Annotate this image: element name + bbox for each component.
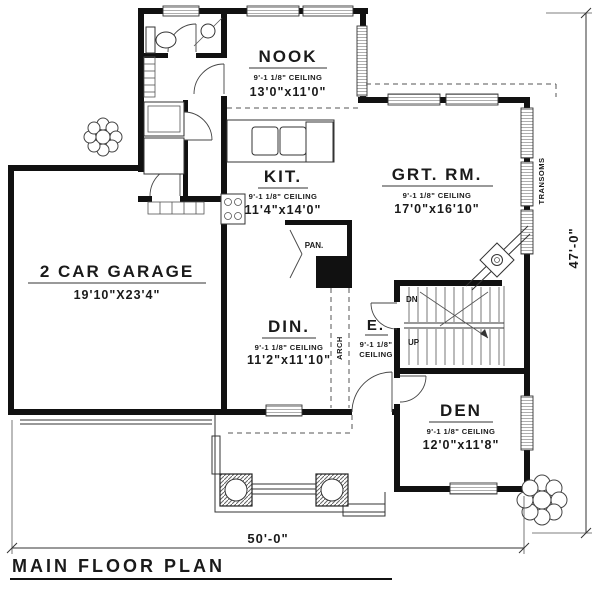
windows: [162, 5, 534, 495]
den-ceiling: 9'-1 1/8" CEILING: [427, 427, 496, 436]
window: [302, 5, 354, 17]
dimension-lines: 50'-0" 47'-0": [6, 7, 592, 554]
plan-title-block: MAIN FLOOR PLAN: [10, 556, 392, 580]
room-label-dining: DIN.: [268, 317, 310, 336]
stairs-down-label: DN: [406, 295, 418, 304]
garage-doors: [20, 419, 212, 425]
window: [265, 404, 303, 417]
room-label-great-room: GRT. RM.: [392, 165, 483, 184]
width-dimension: 50'-0": [247, 531, 288, 546]
shrub: [516, 474, 568, 526]
ceiling-break-lines: [227, 83, 557, 434]
washer: [143, 101, 185, 137]
pantry-door: [289, 229, 303, 255]
nook-ceiling: 9'-1 1/8" CEILING: [254, 73, 323, 82]
great-room-ceiling: 9'-1 1/8" CEILING: [403, 191, 472, 200]
porch-post: [211, 435, 221, 475]
laundry-door-arc: [183, 111, 213, 141]
room-label-garage: 2 CAR GARAGE: [40, 262, 194, 281]
fireplace: [465, 225, 531, 291]
porch: [211, 415, 386, 517]
room-label-kitchen: KIT.: [264, 167, 302, 186]
toilet-tank: [145, 26, 156, 54]
dining-ceiling: 9'-1 1/8" CEILING: [255, 343, 324, 352]
transom-window: [520, 209, 534, 255]
interior-walls: [138, 8, 502, 372]
transom-window: [520, 107, 534, 159]
window: [356, 25, 368, 97]
window: [162, 5, 200, 17]
porch-step: [342, 503, 386, 517]
stair-closet-door-arc: [370, 302, 398, 330]
window: [387, 93, 441, 106]
room-label-entry: E.: [367, 317, 385, 334]
transoms-label: TRANSOMS: [537, 158, 546, 205]
height-dimension: 47'-0": [566, 227, 581, 268]
staircase: DN UP: [404, 286, 505, 366]
dining-size: 11'2"x11'10": [247, 353, 331, 367]
kitchen-fixtures: [220, 119, 335, 225]
room-labels: NOOK 9'-1 1/8" CEILING 13'0"x11'0" KIT. …: [28, 47, 546, 452]
den-size: 12'0"x11'8": [423, 438, 500, 452]
shrub: [83, 117, 123, 157]
toilet-bowl: [155, 31, 177, 49]
nook-size: 13'0"x11'0": [250, 85, 327, 99]
den-door-arc: [399, 375, 427, 403]
sink-basin-right: [279, 126, 307, 156]
sink: [200, 23, 216, 39]
sink-basin-left: [251, 126, 279, 156]
garage-step: [147, 201, 205, 215]
arch-label: ARCH: [335, 336, 344, 360]
room-label-den: DEN: [440, 401, 482, 420]
laundry-fixtures: [143, 56, 205, 215]
kitchen-size: 11'4"x14'0": [245, 203, 322, 217]
plan-title: MAIN FLOOR PLAN: [12, 556, 225, 576]
room-label-nook: NOOK: [259, 47, 318, 66]
counter: [226, 119, 335, 163]
fireplace-box: [479, 242, 515, 278]
entry-ceiling-1: 9'-1 1/8": [360, 340, 393, 349]
refrigerator: [305, 121, 334, 163]
kitchen-ceiling: 9'-1 1/8" CEILING: [249, 192, 318, 201]
transom-window: [520, 161, 534, 207]
window: [445, 93, 499, 106]
garage-size: 19'10"X23'4": [74, 288, 161, 302]
great-room-size: 17'0"x16'10": [394, 202, 479, 216]
range: [220, 193, 246, 225]
entry-ceiling-2: CEILING: [359, 350, 393, 359]
closet-shelf: [143, 56, 156, 98]
front-door-arc: [351, 371, 393, 413]
porch-column: [219, 473, 253, 507]
window: [246, 5, 300, 17]
dryer: [143, 137, 185, 175]
stairs-up-label: UP: [408, 338, 420, 347]
powder-door-arc: [193, 63, 225, 95]
room-label-pantry: PAN.: [305, 241, 324, 250]
window: [449, 482, 498, 495]
powder-room-fixtures: [145, 17, 223, 54]
window: [520, 395, 534, 451]
porch-column: [315, 473, 349, 507]
